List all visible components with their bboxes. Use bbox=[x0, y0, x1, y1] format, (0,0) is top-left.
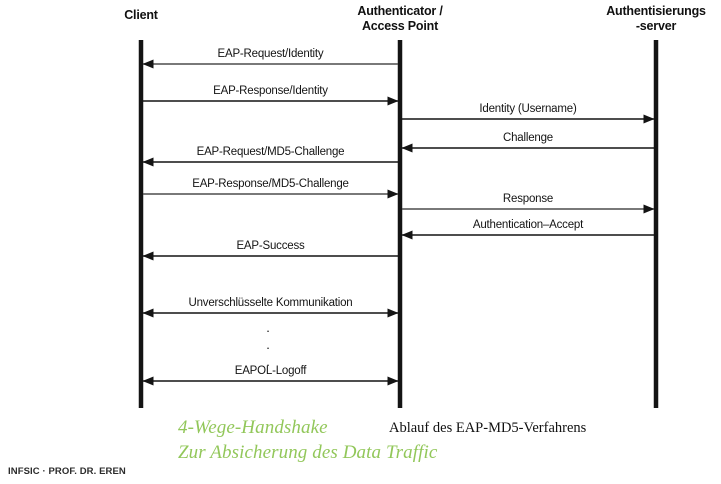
lifeline-label-auth_server: Authentisierungs-server bbox=[556, 4, 721, 34]
message-label-m10: Unverschlüsselte Kommunikation bbox=[188, 297, 353, 309]
lifeline-label-line2: -server bbox=[635, 19, 677, 33]
lifeline-label-authenticator: Authenticator /Access Point bbox=[300, 4, 500, 34]
message-label-m11: EAPOL-Logoff bbox=[234, 365, 307, 377]
continuation-dot: · bbox=[265, 357, 271, 372]
message-label-m5: EAP-Request/MD5-Challenge bbox=[196, 146, 345, 158]
lifeline-label-client: Client bbox=[41, 8, 241, 23]
message-label-m1: EAP-Request/Identity bbox=[217, 48, 324, 60]
message-label-m8: Authentication–Accept bbox=[472, 219, 584, 231]
message-label-m3: Identity (Username) bbox=[479, 103, 577, 115]
lifeline-label-line1: Authentisierungs bbox=[606, 4, 706, 18]
lifeline-label-line1: Client bbox=[124, 8, 158, 22]
continuation-dots-ellipsis: · · · bbox=[248, 322, 288, 373]
message-label-m7: Response bbox=[502, 193, 554, 205]
caption-diagram-title: Ablauf des EAP-MD5-Verfahrens bbox=[389, 420, 587, 436]
message-label-m9: EAP-Success bbox=[236, 240, 305, 252]
messages-group bbox=[142, 59, 655, 386]
message-label-m6: EAP-Response/MD5-Challenge bbox=[192, 178, 349, 190]
caption-green-line1: 4-Wege-Handshake bbox=[178, 417, 328, 438]
lifeline-label-line1: Authenticator / bbox=[357, 4, 443, 18]
footer-credit: INFSIC · PROF. DR. EREN bbox=[8, 466, 126, 477]
continuation-dot: · bbox=[265, 323, 271, 338]
message-label-m4: Challenge bbox=[503, 132, 553, 144]
continuation-dot: · bbox=[265, 340, 271, 355]
lifelines-group bbox=[138, 40, 659, 408]
caption-green-line2: Zur Absicherung des Data Traffic bbox=[178, 442, 438, 463]
message-label-m2: EAP-Response/Identity bbox=[213, 85, 328, 97]
lifeline-label-line2: Access Point bbox=[361, 19, 439, 33]
